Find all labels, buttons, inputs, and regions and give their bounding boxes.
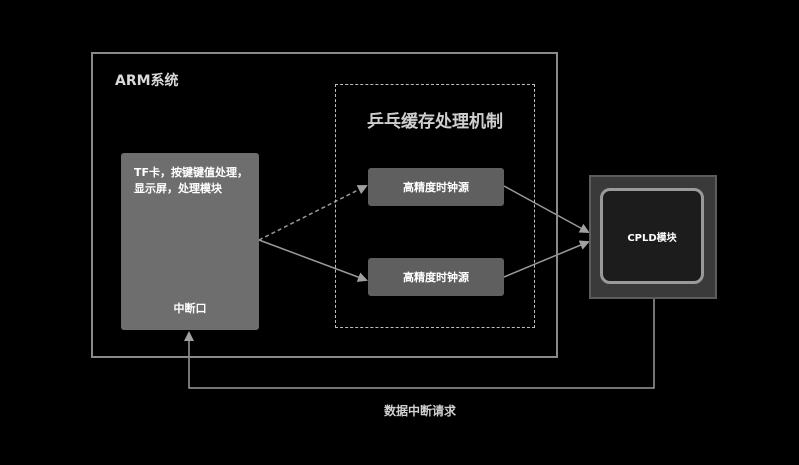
clock-source-bottom: 高精度时钟源 [368, 258, 504, 296]
data-interrupt-request-label: 数据中断请求 [383, 404, 456, 418]
pingpong-buffer-frame [335, 84, 535, 328]
arrow-module-to-clock-top [258, 185, 368, 241]
clock-source-top-label: 高精度时钟源 [403, 181, 469, 194]
cpld-module-label: CPLD模块 [627, 232, 677, 244]
clock-source-top: 高精度时钟源 [368, 168, 504, 206]
clock-source-bottom-label: 高精度时钟源 [403, 271, 469, 284]
pingpong-buffer-title: 乒乓缓存处理机制 [367, 112, 503, 132]
arrow-clock-top-to-cpld [503, 185, 590, 233]
arm-system-title: ARM系统 [115, 73, 179, 89]
processing-module-box: TF卡，按键键值处理，显示屏，处理模块 [121, 153, 259, 330]
processing-module-label: TF卡，按键键值处理，显示屏，处理模块 [134, 166, 249, 195]
interrupt-port-label: 中断口 [173, 302, 207, 315]
cpld-module-box: CPLD模块 [600, 188, 704, 284]
feedback-line [184, 299, 655, 389]
arm-system-frame [91, 52, 558, 358]
arrow-clock-bottom-to-cpld [503, 240, 590, 278]
arrow-module-to-clock-bottom [258, 239, 368, 282]
